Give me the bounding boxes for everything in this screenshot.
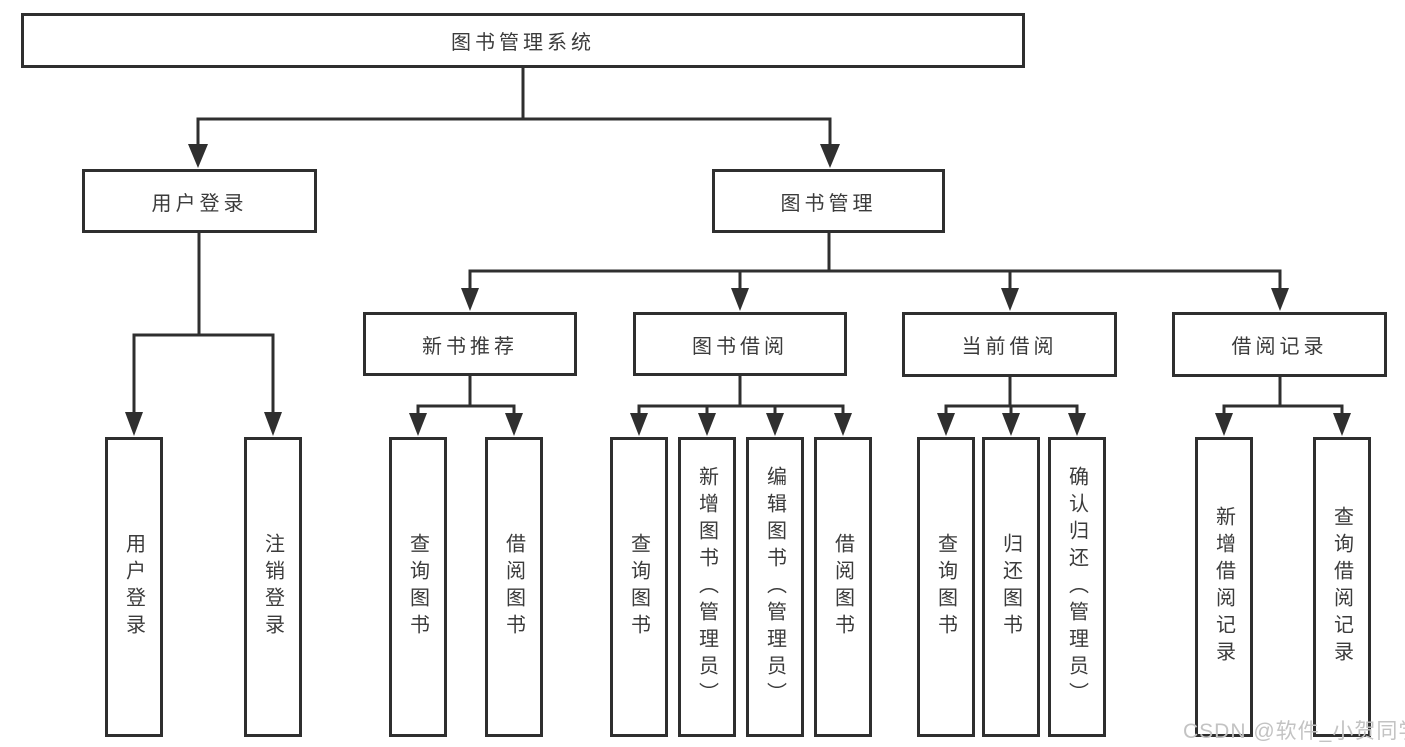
leaf-rec-borrow-books: 借阅图书 — [485, 437, 543, 737]
leaf-br-add-record: 新增借阅记录 — [1195, 437, 1253, 737]
leaf-cb-return-books-label: 归还图书 — [999, 533, 1022, 641]
leaf-rec-query-books: 查询图书 — [389, 437, 447, 737]
leaf-bb-add-books-admin-label: 新增图书（管理员） — [695, 465, 718, 709]
leaf-bb-edit-books-admin-label: 编辑图书（管理员） — [763, 465, 786, 709]
connector-book-borrow-branch — [630, 376, 852, 436]
connector-borrow-records-branch — [1215, 377, 1351, 436]
node-current-borrow: 当前借阅 — [902, 312, 1117, 377]
node-book-mgmt: 图书管理 — [712, 169, 945, 233]
node-borrow-records: 借阅记录 — [1172, 312, 1387, 377]
node-new-book-rec-label: 新书推荐 — [422, 335, 518, 358]
node-root-label: 图书管理系统 — [451, 32, 595, 54]
leaf-br-query-record-label: 查询借阅记录 — [1330, 506, 1353, 668]
csdn-watermark: CSDN @软件_小贺同学 — [1183, 720, 1405, 743]
node-root: 图书管理系统 — [21, 13, 1025, 68]
node-user-login: 用户登录 — [82, 169, 317, 233]
node-user-login-label: 用户登录 — [151, 192, 248, 215]
node-book-mgmt-label: 图书管理 — [780, 192, 877, 215]
connector-user-login-branch — [125, 233, 282, 436]
leaf-cb-query-books-label: 查询图书 — [934, 533, 957, 641]
node-book-borrow: 图书借阅 — [633, 312, 847, 376]
leaf-logout: 注销登录 — [244, 437, 302, 737]
leaf-cb-confirm-return-admin: 确认归还（管理员） — [1048, 437, 1106, 737]
node-book-borrow-label: 图书借阅 — [692, 335, 788, 358]
leaf-bb-query-books: 查询图书 — [610, 437, 668, 737]
leaf-rec-query-books-label: 查询图书 — [406, 533, 429, 641]
leaf-bb-borrow-books: 借阅图书 — [814, 437, 872, 737]
leaf-logout-label: 注销登录 — [261, 533, 284, 641]
leaf-bb-add-books-admin: 新增图书（管理员） — [678, 437, 736, 737]
node-new-book-rec: 新书推荐 — [363, 312, 577, 376]
node-borrow-records-label: 借阅记录 — [1231, 336, 1328, 358]
leaf-bb-query-books-label: 查询图书 — [627, 533, 650, 641]
leaf-cb-return-books: 归还图书 — [982, 437, 1040, 737]
leaf-br-query-record: 查询借阅记录 — [1313, 437, 1371, 737]
leaf-user-login: 用户登录 — [105, 437, 163, 737]
connector-current-borrow-branch — [937, 377, 1086, 436]
node-current-borrow-label: 当前借阅 — [961, 336, 1058, 358]
leaf-user-login-label: 用户登录 — [122, 533, 145, 641]
leaf-cb-query-books: 查询图书 — [917, 437, 975, 737]
connector-new-book-branch — [409, 376, 523, 436]
leaf-br-add-record-label: 新增借阅记录 — [1212, 506, 1235, 668]
leaf-bb-borrow-books-label: 借阅图书 — [831, 533, 854, 641]
leaf-rec-borrow-books-label: 借阅图书 — [502, 533, 525, 641]
connector-root-to-level2 — [188, 68, 840, 168]
leaf-cb-confirm-return-admin-label: 确认归还（管理员） — [1065, 465, 1088, 709]
connector-book-mgmt-to-level3 — [461, 233, 1289, 311]
leaf-bb-edit-books-admin: 编辑图书（管理员） — [746, 437, 804, 737]
